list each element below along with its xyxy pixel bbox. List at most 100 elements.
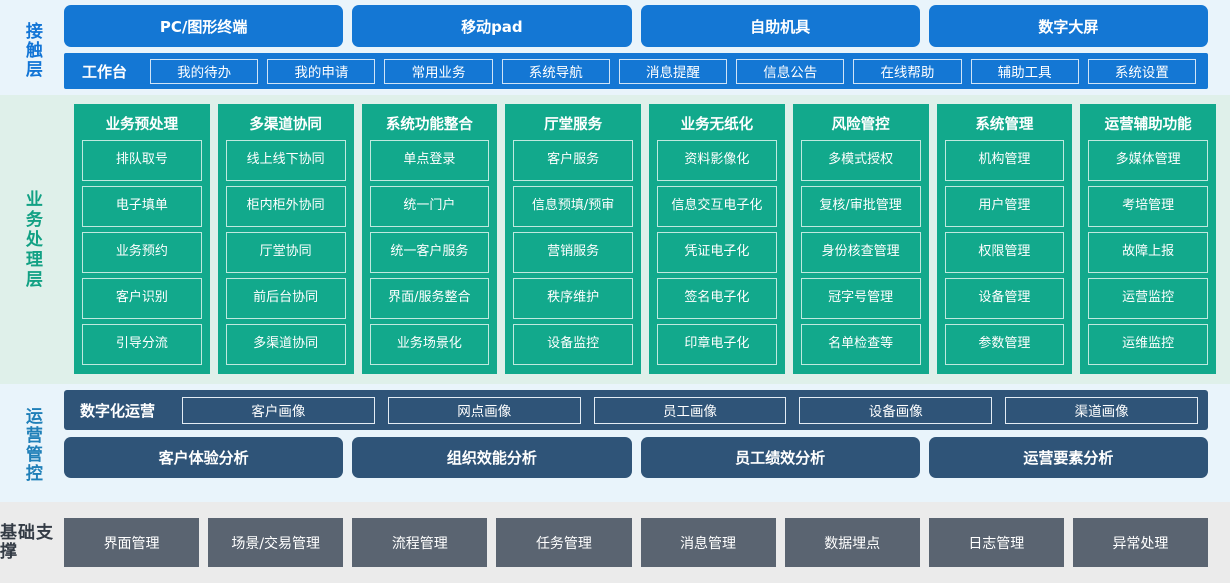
analysis-customer-experience[interactable]: 客户体验分析 xyxy=(64,437,344,478)
business-layer-body: 业务预处理 排队取号 电子填单 业务预约 客户识别 引导分流 多渠道协同 线上线… xyxy=(62,95,1230,384)
operations-layer-body: 数字化运营 客户画像 网点画像 员工画像 设备画像 渠道画像 客户体验分析 组织… xyxy=(62,388,1230,502)
foundation-process-management[interactable]: 流程管理 xyxy=(352,518,488,567)
analysis-employee-performance[interactable]: 员工绩效分析 xyxy=(640,437,920,478)
column-title: 业务预处理 xyxy=(105,116,179,133)
biz-cell[interactable]: 复核/审批管理 xyxy=(800,186,921,227)
biz-cell[interactable]: 信息交互电子化 xyxy=(657,186,777,227)
biz-cell[interactable]: 客户服务 xyxy=(513,140,633,181)
biz-cell[interactable]: 权限管理 xyxy=(944,232,1065,273)
biz-column-pre-processing: 业务预处理 排队取号 电子填单 业务预约 客户识别 引导分流 xyxy=(74,104,210,374)
foundation-layer-band: 基础支撑 界面管理 场景/交易管理 流程管理 任务管理 消息管理 数据埋点 日志… xyxy=(0,502,1230,583)
business-columns: 业务预处理 排队取号 电子填单 业务预约 客户识别 引导分流 多渠道协同 线上线… xyxy=(62,95,1230,384)
column-title: 系统管理 xyxy=(975,116,1034,133)
channel-self-service[interactable]: 自助机具 xyxy=(640,5,920,47)
channel-row: PC/图形终端 移动pad 自助机具 数字大屏 xyxy=(62,5,1230,47)
biz-cell[interactable]: 名单检查等 xyxy=(800,324,921,365)
biz-cell[interactable]: 考培管理 xyxy=(1088,186,1208,227)
portrait-branch[interactable]: 网点画像 xyxy=(387,396,581,424)
portrait-employee[interactable]: 员工画像 xyxy=(593,396,787,424)
biz-cell[interactable]: 设备监控 xyxy=(513,324,633,365)
analysis-row: 客户体验分析 组织效能分析 员工绩效分析 运营要素分析 xyxy=(64,437,1208,478)
biz-cell[interactable]: 多模式授权 xyxy=(800,140,921,181)
biz-cell[interactable]: 营销服务 xyxy=(513,232,633,273)
touch-layer-band: 接触层 PC/图形终端 移动pad 自助机具 数字大屏 工作台 我的待办 我的申… xyxy=(0,0,1230,95)
biz-cell[interactable]: 设备管理 xyxy=(944,278,1065,319)
biz-cell[interactable]: 运维监控 xyxy=(1088,324,1208,365)
biz-cell[interactable]: 机构管理 xyxy=(944,140,1065,181)
nav-item-system-settings[interactable]: 系统设置 xyxy=(1087,58,1196,84)
nav-item-system-navigation[interactable]: 系统导航 xyxy=(501,58,610,84)
biz-cell[interactable]: 冠字号管理 xyxy=(800,278,921,319)
column-title: 风险管控 xyxy=(831,116,890,133)
biz-cell[interactable]: 业务场景化 xyxy=(369,324,490,365)
biz-cell[interactable]: 引导分流 xyxy=(82,324,202,365)
biz-column-system-integration: 系统功能整合 单点登录 统一门户 统一客户服务 界面/服务整合 业务场景化 xyxy=(361,104,498,374)
biz-cell[interactable]: 统一门户 xyxy=(369,186,490,227)
nav-item-online-help[interactable]: 在线帮助 xyxy=(853,58,962,84)
biz-cell[interactable]: 多媒体管理 xyxy=(1088,140,1208,181)
foundation-exception-handling[interactable]: 异常处理 xyxy=(1072,518,1208,567)
biz-cell[interactable]: 界面/服务整合 xyxy=(369,278,490,319)
biz-cell[interactable]: 信息预填/预审 xyxy=(513,186,633,227)
nav-item-announcement[interactable]: 信息公告 xyxy=(736,58,845,84)
biz-cell[interactable]: 多渠道协同 xyxy=(225,324,346,365)
channel-digital-screen[interactable]: 数字大屏 xyxy=(928,5,1208,47)
biz-cell[interactable]: 签名电子化 xyxy=(657,278,777,319)
column-title: 厅堂服务 xyxy=(544,116,603,133)
biz-cell[interactable]: 客户识别 xyxy=(82,278,202,319)
foundation-data-tracking[interactable]: 数据埋点 xyxy=(784,518,920,567)
biz-cell[interactable]: 业务预约 xyxy=(82,232,202,273)
biz-cell[interactable]: 印章电子化 xyxy=(657,324,777,365)
business-layer-band: 业务处理层 业务预处理 排队取号 电子填单 业务预约 客户识别 引导分流 多渠道… xyxy=(0,95,1230,384)
foundation-task-management[interactable]: 任务管理 xyxy=(496,518,632,567)
biz-cell[interactable]: 身份核查管理 xyxy=(800,232,921,273)
operations-layer-band: 运营管控 数字化运营 客户画像 网点画像 员工画像 设备画像 渠道画像 客户体验… xyxy=(0,384,1230,502)
biz-cell[interactable]: 线上线下协同 xyxy=(225,140,346,181)
foundation-message-management[interactable]: 消息管理 xyxy=(640,518,776,567)
foundation-log-management[interactable]: 日志管理 xyxy=(928,518,1064,567)
analysis-organization-efficiency[interactable]: 组织效能分析 xyxy=(352,437,632,478)
biz-cell[interactable]: 厅堂协同 xyxy=(225,232,346,273)
touch-layer-label: 接触层 xyxy=(21,21,42,79)
biz-cell[interactable]: 统一客户服务 xyxy=(369,232,490,273)
touch-layer-body: PC/图形终端 移动pad 自助机具 数字大屏 工作台 我的待办 我的申请 常用… xyxy=(62,5,1230,95)
biz-cell[interactable]: 用户管理 xyxy=(944,186,1065,227)
biz-cell[interactable]: 电子填单 xyxy=(82,186,202,227)
biz-cell[interactable]: 秩序维护 xyxy=(513,278,633,319)
workbench-nav-bar: 工作台 我的待办 我的申请 常用业务 系统导航 消息提醒 信息公告 在线帮助 辅… xyxy=(64,53,1208,89)
portrait-device[interactable]: 设备画像 xyxy=(799,396,993,424)
business-layer-label: 业务处理层 xyxy=(21,189,42,290)
foundation-layer-label: 基础支撑 xyxy=(0,522,54,562)
biz-cell[interactable]: 参数管理 xyxy=(944,324,1065,365)
column-title: 系统功能整合 xyxy=(385,116,473,133)
operations-layer-label: 运营管控 xyxy=(21,407,42,483)
digital-operations-row: 数字化运营 客户画像 网点画像 员工画像 设备画像 渠道画像 xyxy=(64,390,1208,430)
column-title: 运营辅助功能 xyxy=(1104,116,1192,133)
portrait-customer[interactable]: 客户画像 xyxy=(182,396,375,424)
biz-column-lobby-service: 厅堂服务 客户服务 信息预填/预审 营销服务 秩序维护 设备监控 xyxy=(505,104,641,374)
nav-item-my-todo[interactable]: 我的待办 xyxy=(150,58,259,84)
channel-mobile-pad[interactable]: 移动pad xyxy=(352,5,632,47)
analysis-operation-elements[interactable]: 运营要素分析 xyxy=(928,437,1208,478)
biz-cell[interactable]: 运营监控 xyxy=(1088,278,1208,319)
biz-cell[interactable]: 柜内柜外协同 xyxy=(225,186,346,227)
biz-cell[interactable]: 资料影像化 xyxy=(657,140,777,181)
digital-operations-label: 数字化运营 xyxy=(80,401,156,420)
biz-cell[interactable]: 凭证电子化 xyxy=(657,232,777,273)
biz-cell[interactable]: 前后台协同 xyxy=(225,278,346,319)
biz-cell[interactable]: 故障上报 xyxy=(1088,232,1208,273)
portrait-channel[interactable]: 渠道画像 xyxy=(1005,396,1198,424)
nav-item-my-application[interactable]: 我的申请 xyxy=(267,58,376,84)
nav-item-message-alert[interactable]: 消息提醒 xyxy=(618,58,728,84)
channel-pc[interactable]: PC/图形终端 xyxy=(64,5,344,47)
biz-cell[interactable]: 单点登录 xyxy=(369,140,490,181)
biz-cell[interactable]: 排队取号 xyxy=(82,140,202,181)
workbench-label: 工作台 xyxy=(82,62,128,81)
nav-item-common-business[interactable]: 常用业务 xyxy=(384,58,493,84)
column-title: 业务无纸化 xyxy=(680,116,754,133)
foundation-scenario-transaction-management[interactable]: 场景/交易管理 xyxy=(208,518,344,567)
nav-item-auxiliary-tools[interactable]: 辅助工具 xyxy=(970,58,1079,84)
foundation-ui-management[interactable]: 界面管理 xyxy=(64,518,200,567)
column-title: 多渠道协同 xyxy=(249,116,322,133)
